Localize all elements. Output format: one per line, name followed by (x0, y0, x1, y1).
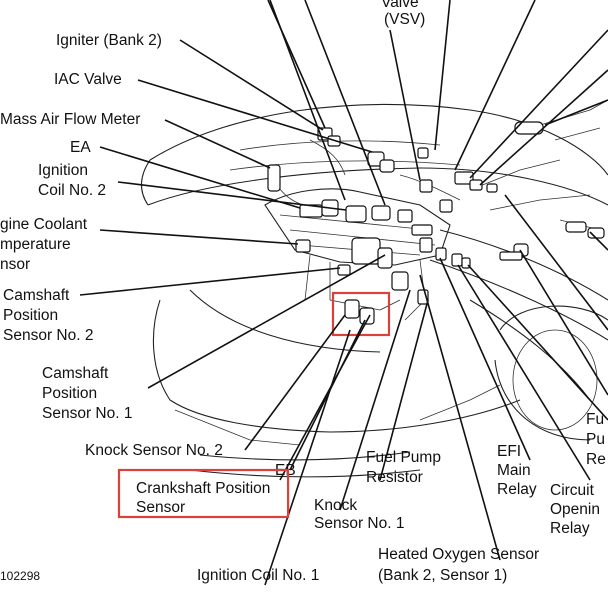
label-fuel-pump-resistor-line2: Resistor (366, 469, 423, 486)
label-circuit-opening-relay-line1: Circuit (550, 482, 595, 499)
label-efi-relay-line3: Relay (497, 481, 537, 498)
label-vsv-valve: Valve (381, 0, 419, 11)
labels: Valve (VSV) Igniter (Bank 2) IAC Valve M… (0, 0, 606, 584)
label-ignition-coil2-line2: Coil No. 2 (38, 182, 106, 199)
label-circuit-opening-relay-line2: Openin (550, 501, 600, 518)
label-cam2-line1: Camshaft (3, 287, 70, 304)
label-ho2s-line1: Heated Oxygen Sensor (378, 546, 539, 563)
component-glyphs (267, 121, 605, 325)
reference-code: 102298 (0, 569, 40, 583)
label-vsv: (VSV) (384, 11, 425, 28)
label-circuit-opening-relay-line3: Relay (550, 520, 590, 537)
label-coolant-line1: gine Coolant (0, 216, 88, 233)
label-cam1-line1: Camshaft (42, 365, 109, 382)
label-igniter-bank2: Igniter (Bank 2) (56, 32, 162, 49)
label-cam2-line2: Position (3, 307, 58, 324)
label-cam1-line2: Position (42, 385, 97, 402)
label-fuel-pump-relay-line3: Re (586, 451, 606, 468)
label-efi-relay-line1: EFI (497, 443, 521, 460)
label-fuel-pump-resistor-line1: Fuel Pump (366, 449, 441, 466)
label-coolant-line3: nsor (0, 256, 30, 273)
label-ignition-coil2-line1: Ignition (38, 162, 88, 179)
label-knock-sensor2: Knock Sensor No. 2 (85, 442, 223, 459)
crankshaft-sensor-highlight (331, 291, 391, 337)
crankshaft-label-highlight (117, 468, 290, 519)
label-knock-sensor1-line2: Sensor No. 1 (314, 515, 404, 532)
leader-lines (79, 0, 608, 586)
label-ignition-coil1: Ignition Coil No. 1 (197, 567, 319, 584)
label-crankshaft-line1: Crankshaft Position (136, 480, 270, 497)
label-fuel-pump-relay-line2: Pu (586, 431, 605, 448)
label-cam1-line3: Sensor No. 1 (42, 405, 132, 422)
label-iac-valve: IAC Valve (54, 71, 122, 88)
label-fuel-pump-relay-line1: Fu (586, 411, 604, 428)
label-knock-sensor1-line1: Knock (314, 497, 357, 514)
label-crankshaft-line2: Sensor (136, 499, 185, 516)
label-efi-relay-line2: Main (497, 462, 531, 479)
label-ho2s-line2: (Bank 2, Sensor 1) (378, 567, 507, 584)
label-ea: EA (70, 139, 91, 156)
label-mass-air-flow-meter: Mass Air Flow Meter (0, 111, 140, 128)
label-cam2-line3: Sensor No. 2 (3, 327, 93, 344)
label-coolant-line2: mperature (0, 236, 71, 253)
